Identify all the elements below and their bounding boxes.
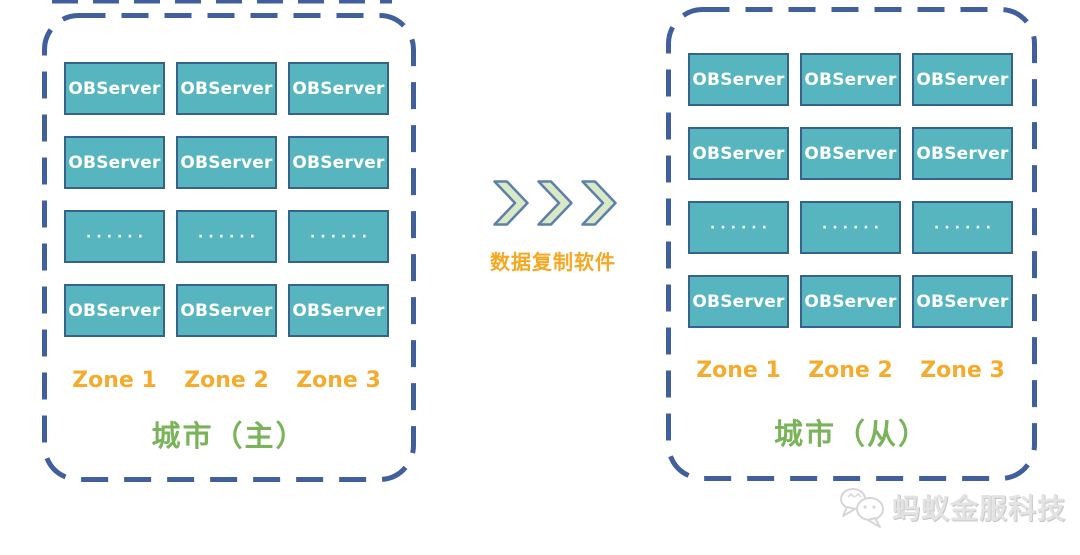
observer-label: OBServer [68, 78, 161, 99]
observer-box: OBServer [64, 284, 165, 337]
replication-label: 数据复制软件 [490, 250, 616, 274]
ellipsis-label: ······ [86, 228, 148, 245]
watermark: 蚂蚁金服科技 [838, 484, 1066, 530]
observer-label: OBServer [916, 291, 1009, 312]
observer-ellipsis-box: ······ [912, 201, 1013, 254]
wechat-speech-bubbles-icon [840, 488, 884, 528]
server-grid-secondary: OBServer OBServer OBServer OBServer OBSe… [688, 53, 1013, 328]
replication-arrows [493, 180, 617, 226]
server-grid-primary: OBServer OBServer OBServer OBServer OBSe… [64, 62, 389, 337]
ellipsis-label: ······ [198, 228, 260, 245]
observer-box: OBServer [176, 284, 277, 337]
zone-label: Zone 3 [296, 368, 381, 393]
city-label-primary: 城市（主） [151, 419, 307, 453]
observer-label: OBServer [68, 300, 161, 321]
observer-box: OBServer [64, 136, 165, 189]
observer-box: OBServer [688, 275, 789, 328]
zone-label: Zone 3 [920, 358, 1005, 383]
observer-label: OBServer [916, 69, 1009, 90]
ellipsis-label: ······ [822, 219, 884, 236]
observer-box: OBServer [288, 62, 389, 115]
chevron-right-icon [581, 180, 617, 226]
observer-box: OBServer [800, 53, 901, 106]
zone-label: Zone 1 [696, 358, 781, 383]
dashed-border [42, 13, 416, 482]
zone-labels-primary: Zone 1 Zone 2 Zone 3 [64, 368, 389, 393]
observer-label: OBServer [692, 291, 785, 312]
zone-label: Zone 2 [808, 358, 893, 383]
cluster-secondary-city: OBServer OBServer OBServer OBServer OBSe… [666, 7, 1037, 481]
observer-ellipsis-box: ······ [176, 210, 277, 263]
observer-box: OBServer [800, 275, 901, 328]
observer-box: OBServer [912, 127, 1013, 180]
zone-labels-secondary: Zone 1 Zone 2 Zone 3 [688, 358, 1013, 383]
observer-box: OBServer [64, 62, 165, 115]
observer-ellipsis-box: ······ [64, 210, 165, 263]
observer-label: OBServer [180, 152, 273, 173]
observer-label: OBServer [292, 152, 385, 173]
observer-label: OBServer [916, 143, 1009, 164]
watermark-text: 蚂蚁金服科技 [892, 492, 1067, 525]
observer-label: OBServer [180, 78, 273, 99]
observer-label: OBServer [804, 143, 897, 164]
observer-label: OBServer [292, 300, 385, 321]
observer-box: OBServer [800, 127, 901, 180]
observer-label: OBServer [292, 78, 385, 99]
chevron-right-icon [537, 180, 573, 226]
ellipsis-label: ······ [310, 228, 372, 245]
observer-label: OBServer [804, 69, 897, 90]
observer-box: OBServer [912, 53, 1013, 106]
observer-box: OBServer [176, 62, 277, 115]
dashed-border [666, 7, 1037, 481]
observer-box: OBServer [288, 136, 389, 189]
observer-label: OBServer [692, 69, 785, 90]
observer-label: OBServer [68, 152, 161, 173]
observer-ellipsis-box: ······ [688, 201, 789, 254]
zone-label: Zone 2 [184, 368, 269, 393]
cropped-dashed-line [52, 0, 392, 4]
cluster-primary-city: OBServer OBServer OBServer OBServer OBSe… [42, 13, 416, 482]
observer-label: OBServer [804, 291, 897, 312]
observer-label: OBServer [692, 143, 785, 164]
observer-box: OBServer [688, 127, 789, 180]
observer-box: OBServer [912, 275, 1013, 328]
chevron-right-icon [493, 180, 529, 226]
observer-ellipsis-box: ······ [800, 201, 901, 254]
observer-box: OBServer [176, 136, 277, 189]
observer-ellipsis-box: ······ [288, 210, 389, 263]
observer-label: OBServer [180, 300, 273, 321]
city-label-secondary: 城市（从） [773, 417, 929, 451]
observer-box: OBServer [688, 53, 789, 106]
ellipsis-label: ······ [934, 219, 996, 236]
ellipsis-label: ······ [710, 219, 772, 236]
observer-box: OBServer [288, 284, 389, 337]
zone-label: Zone 1 [72, 368, 157, 393]
